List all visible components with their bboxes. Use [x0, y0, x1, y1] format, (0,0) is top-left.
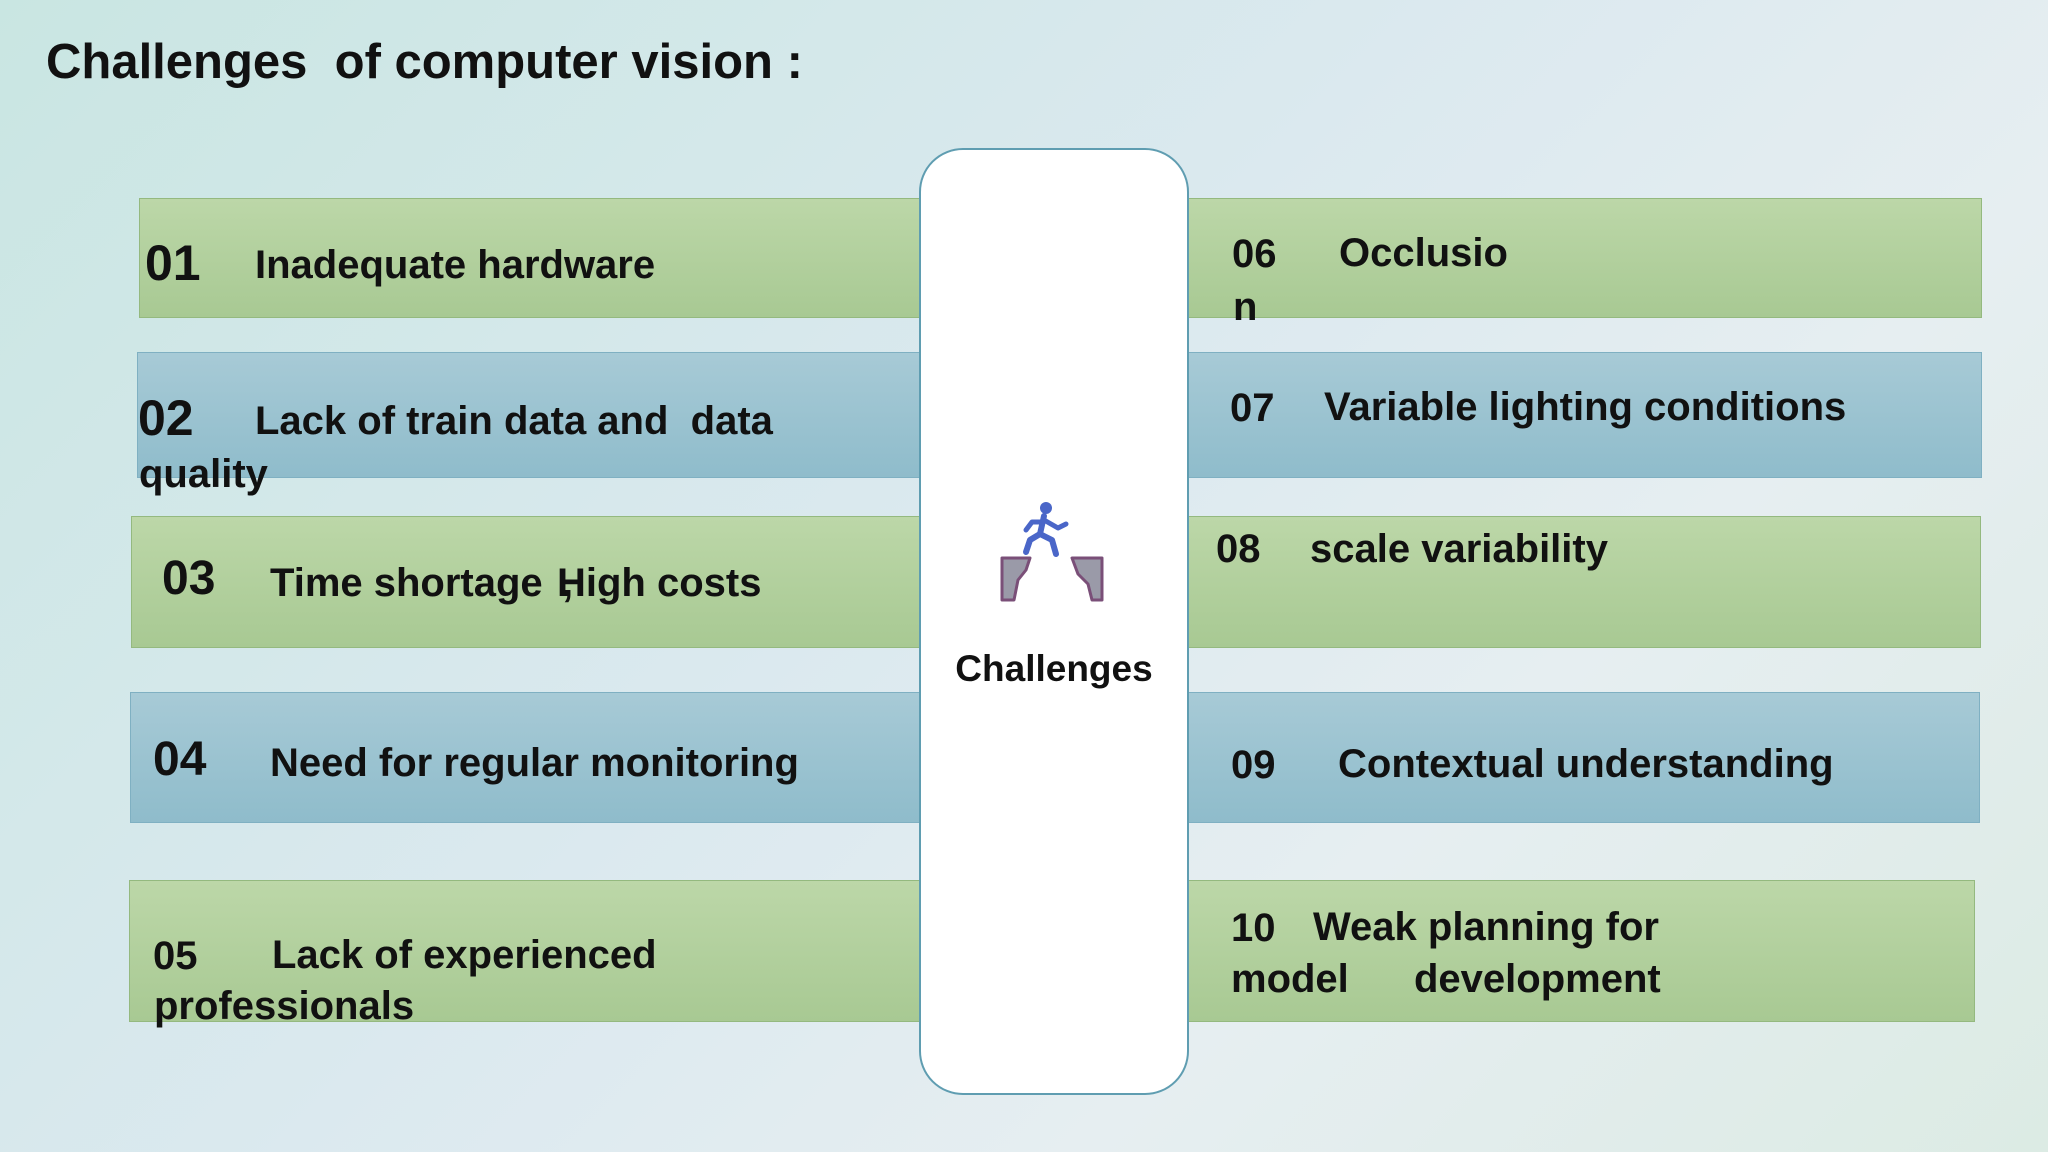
item-10-text: Weak planning for: [1313, 905, 1659, 949]
item-02-text-line2: quality: [139, 452, 268, 496]
jump-over-gap-icon: [1000, 502, 1104, 602]
item-09-number: 09: [1231, 743, 1276, 787]
item-06-number: 06: [1232, 232, 1277, 276]
center-panel: [919, 148, 1189, 1095]
item-01-number: 01: [145, 235, 201, 291]
challenge-bar-02: [137, 352, 923, 478]
item-09-text: Contextual understanding: [1338, 742, 1834, 786]
item-06-text: Occlusio: [1339, 231, 1508, 275]
item-03-separator: ,: [562, 561, 574, 605]
item-03-text: Time shortage: [270, 561, 543, 605]
challenge-bar-05: [129, 880, 923, 1022]
item-01-text: Inadequate hardware: [255, 243, 656, 287]
challenge-bar-09: [1185, 692, 1980, 823]
item-08-text: scale variability: [1310, 527, 1608, 571]
item-04-number: 04: [153, 733, 207, 786]
item-03-number: 03: [162, 552, 216, 605]
slide-title: Challenges of computer vision :: [46, 35, 803, 89]
challenge-bar-04: [130, 692, 923, 823]
item-08-number: 08: [1216, 527, 1261, 571]
center-label: Challenges: [955, 648, 1153, 689]
item-07-text: Variable lighting conditions: [1324, 385, 1847, 429]
challenge-bar-07: [1185, 352, 1982, 478]
challenge-bar-08: [1185, 516, 1981, 648]
challenge-bar-06: [1185, 198, 1982, 318]
item-02-number: 02: [138, 390, 194, 446]
item-07-number: 07: [1230, 386, 1275, 430]
item-10-text-line2: model: [1231, 957, 1349, 1001]
item-02-text: Lack of train data and data: [255, 399, 773, 443]
item-05-number: 05: [153, 934, 198, 978]
item-04-text: Need for regular monitoring: [270, 741, 799, 785]
challenge-bar-03: [131, 516, 923, 648]
item-03-text-b: High costs: [557, 561, 762, 605]
challenge-bar-01: [139, 198, 923, 318]
item-05-text-line2: professionals: [154, 984, 415, 1028]
item-10-text-line2b: development: [1414, 957, 1661, 1001]
item-10-number: 10: [1231, 906, 1276, 950]
item-05-text: Lack of experienced: [272, 933, 657, 977]
item-06-text-line2: n: [1233, 285, 1258, 329]
